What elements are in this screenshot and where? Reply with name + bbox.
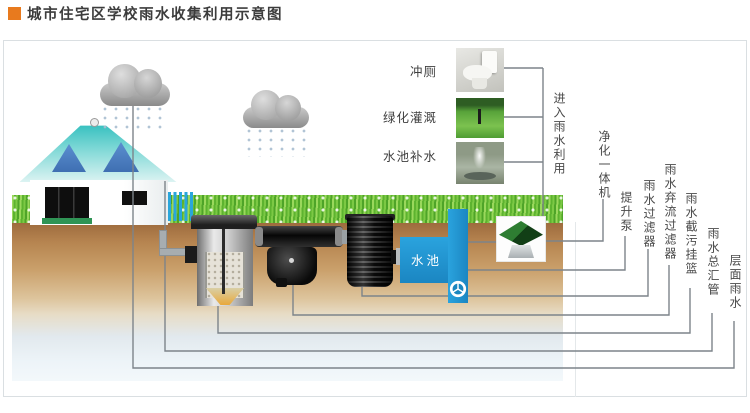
first-flush-filter-knob — [276, 278, 287, 287]
house-window-small — [122, 191, 147, 205]
label-roof-rainwater: 层面雨水 — [728, 254, 742, 310]
label-debris-basket: 雨水截污挂篮 — [684, 192, 698, 276]
label-first-flush-filter: 雨水弃流过滤器 — [663, 163, 677, 261]
label-pool-refill: 水池补水 — [382, 150, 437, 164]
roof-vent-icon — [90, 118, 99, 127]
first-flush-filter-arm — [255, 226, 343, 247]
first-flush-filter-body — [267, 247, 317, 285]
cloud-puff — [133, 69, 162, 99]
house-window-large — [45, 187, 89, 219]
rain-cloud-large — [100, 64, 170, 106]
label-rain-filter: 雨水过滤器 — [642, 179, 656, 249]
cloud-puff — [274, 94, 302, 122]
house — [18, 118, 178, 226]
fountain-spray — [473, 147, 486, 169]
title-bullet-icon — [8, 7, 21, 20]
lift-pump-icon — [449, 280, 467, 298]
toilet-photo — [456, 48, 504, 92]
fountain-basin — [464, 172, 496, 180]
rain-filter-collar — [396, 248, 403, 265]
purifier-unit-base — [508, 245, 534, 258]
storage-pool-label: 水池 — [410, 254, 442, 268]
label-enter-rainwater-use: 进入雨水利用 — [552, 92, 566, 176]
rain-cloud-small — [243, 90, 309, 128]
house-window-sill — [42, 218, 92, 224]
page-title: 城市住宅区学校雨水收集利用示意图 — [27, 7, 283, 23]
first-flush-filter-cap-right — [335, 227, 343, 246]
collector-pipe-horizontal — [159, 248, 188, 256]
label-green-irrigation: 绿化灌溉 — [382, 111, 437, 125]
label-toilet-flushing: 冲厕 — [409, 65, 437, 79]
irrigation-photo — [456, 98, 504, 138]
rain-drops — [247, 129, 307, 157]
storage-pool — [400, 237, 453, 283]
sprinkler-icon — [478, 109, 481, 124]
toilet-bowl — [463, 65, 492, 81]
storage-pool-riser — [448, 209, 468, 303]
filter-connector-pipe — [342, 230, 350, 244]
soil-right-edge — [575, 222, 576, 397]
basket-inlet-pipe — [185, 246, 198, 263]
rain-drops — [103, 107, 167, 133]
label-main-collector-pipe: 雨水总汇管 — [706, 227, 720, 297]
label-lift-pump: 提升泵 — [619, 191, 633, 233]
debris-basket-lid — [191, 215, 257, 229]
first-flush-filter-cap-left — [255, 227, 263, 246]
fountain-photo — [456, 142, 504, 184]
label-purifier-unit: 净化一体机 — [597, 130, 611, 200]
first-flush-filter-port — [289, 258, 294, 263]
rain-filter-body — [347, 216, 393, 287]
debris-basket-rod — [222, 222, 225, 294]
toilet-base — [472, 78, 487, 89]
